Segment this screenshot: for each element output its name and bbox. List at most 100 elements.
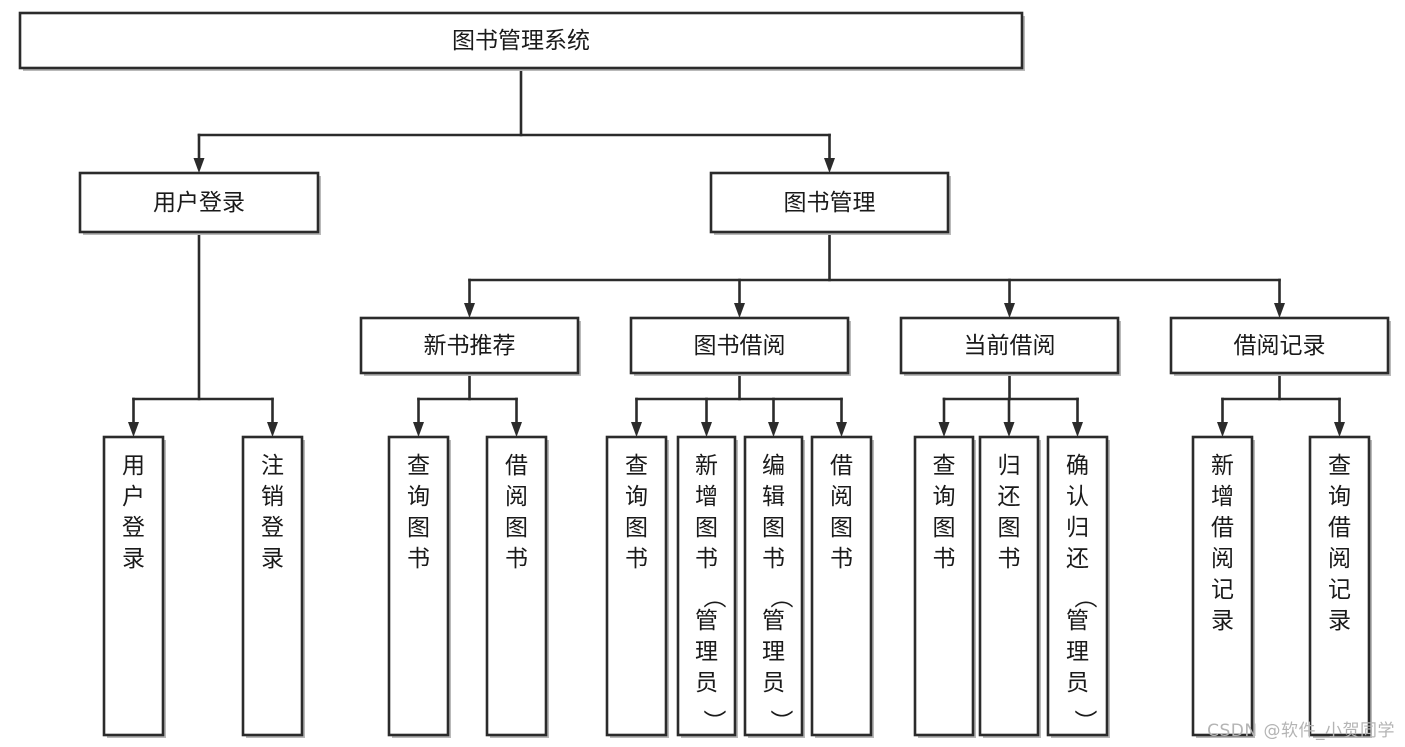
node-box[interactable] [1169,316,1390,375]
node-label: 当前借阅 [964,333,1056,359]
node-box[interactable] [18,11,1024,70]
node-label-char: 记 [1328,577,1351,603]
node-label-char: 归 [998,453,1021,479]
node-label-char: 阅 [505,484,528,510]
node-box[interactable] [387,435,450,737]
node-box[interactable] [485,435,548,737]
node-box[interactable] [605,435,668,737]
node-label-char: 书 [830,546,853,572]
node-label-char: 查 [407,453,430,479]
node-box[interactable] [810,435,873,737]
node-label-char: 书 [695,546,718,572]
node-label-char: 书 [407,546,430,572]
node-box[interactable] [78,171,320,234]
node-label: 图书管理 [784,190,876,216]
node-label: 用户登录 [153,190,245,216]
node-label-char: 注 [261,453,284,479]
node-label-char: 询 [1328,484,1351,510]
node-book-manage[interactable]: 图书管理 [709,171,951,235]
node-root[interactable]: 图书管理系统 [18,11,1025,71]
node-label: 新书推荐 [424,333,516,359]
node-box[interactable] [629,316,850,375]
node-book-borrow[interactable]: 图书借阅 [629,316,851,376]
node-label-char: 阅 [830,484,853,510]
node-label-char: 管 [762,608,785,634]
node-box[interactable] [102,435,165,737]
node-box[interactable] [241,435,304,737]
node-label-char: 员 [695,670,718,696]
node-label-char: 增 [695,484,718,510]
node-label-char: 新 [1211,453,1234,479]
node-label-char: 管 [1066,608,1089,634]
node-label-char: 查 [1328,453,1351,479]
node-label-char: 书 [998,546,1021,572]
node-label-char: 员 [1066,670,1089,696]
node-box[interactable] [1046,435,1109,737]
node-label-char: 新 [695,453,718,479]
node-label-char: 认 [1066,484,1089,510]
node-label-char: 还 [1066,546,1089,572]
node-borrow-record[interactable]: 借阅记录 [1169,316,1391,376]
node-current-borrow[interactable]: 当前借阅 [899,316,1121,376]
node-label-char: 书 [762,546,785,572]
nodes-layer: 图书管理系统用户登录图书管理新书推荐图书借阅当前借阅借阅记录用户登录注销登录查询… [18,11,1391,738]
node-label-char: 借 [1211,515,1234,541]
node-label-char: 借 [505,453,528,479]
node-label-char: 图 [407,515,430,541]
node-label-char: 确 [1066,453,1089,479]
node-label-char: 图 [505,515,528,541]
node-label-char: 阅 [1211,546,1234,572]
node-label-char: 书 [625,546,648,572]
node-label-char: 询 [407,484,430,510]
node-label-char: 录 [261,546,284,572]
node-label-char: 图 [695,515,718,541]
node-box[interactable] [359,316,580,375]
node-box[interactable] [899,316,1120,375]
node-label-char: 图 [933,515,956,541]
node-label-char: 查 [933,453,956,479]
node-new-book-rec[interactable]: 新书推荐 [359,316,581,376]
node-user-login[interactable]: 用户登录 [78,171,321,235]
node-label-char: 销 [261,484,284,510]
node-label-char: ） [768,710,794,733]
node-label-char: 理 [695,639,718,665]
node-label-char: 增 [1211,484,1234,510]
node-label-char: 编 [762,453,785,479]
node-box[interactable] [1191,435,1254,737]
node-label-char: 询 [625,484,648,510]
node-label-char: 录 [122,546,145,572]
node-label-char: 书 [933,546,956,572]
node-label-char: 阅 [1328,546,1351,572]
node-label-char: 图 [998,515,1021,541]
node-label: 图书借阅 [694,333,786,359]
node-label-char: 理 [762,639,785,665]
node-label-char: 借 [830,453,853,479]
node-box[interactable] [978,435,1040,737]
node-box[interactable] [709,171,950,234]
node-box[interactable] [676,435,737,737]
node-leaf-user-login[interactable]: 用户登录 [102,435,166,738]
node-box[interactable] [1308,435,1371,737]
node-label-char: 用 [122,453,145,479]
node-label-char: 图 [830,515,853,541]
node-label-char: 询 [933,484,956,510]
connectors-layer [128,66,1345,437]
node-box[interactable] [913,435,975,737]
node-box[interactable] [743,435,804,737]
node-label-char: 还 [998,484,1021,510]
node-label: 借阅记录 [1234,333,1326,359]
